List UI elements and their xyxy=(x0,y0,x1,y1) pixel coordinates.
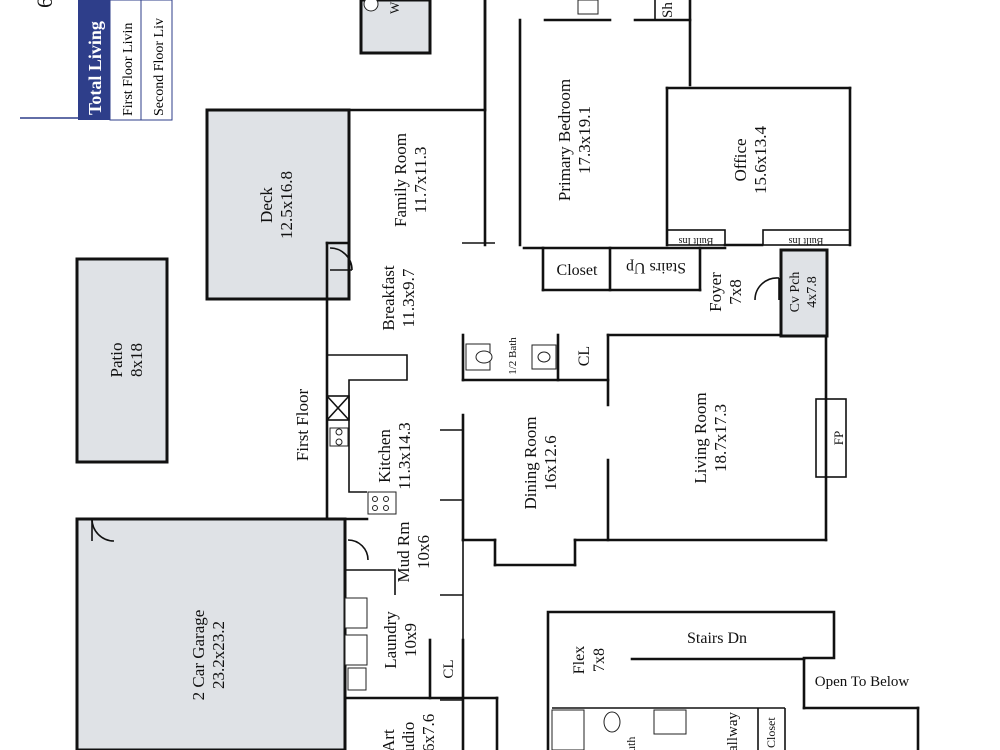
cl-laundry-label: CL xyxy=(441,659,457,678)
stairs-down-label: Stairs Dn xyxy=(687,630,747,647)
open-to-below-label: Open To Below xyxy=(815,674,910,690)
upper-toilet-icon xyxy=(603,711,621,733)
patio-dims: 8x18 xyxy=(127,343,146,377)
stairs-up-label: Stairs Up xyxy=(626,259,686,276)
patio-name: Patio xyxy=(107,343,126,378)
cv-porch-label: Cv Pch 4x7.8 xyxy=(788,272,820,313)
mud-room-label: Mud Rm 10x6 xyxy=(394,522,433,583)
cl-bath-label: CL xyxy=(576,346,593,366)
flex-name: Flex xyxy=(571,646,588,674)
flex-dims: 7x8 xyxy=(591,648,608,672)
laundry-name: Laundry xyxy=(381,611,400,669)
laundry-label: Laundry 10x9 xyxy=(381,611,420,669)
legend-total-label: Total Living xyxy=(85,21,105,115)
dining-room-name: Dining Room xyxy=(521,416,540,509)
legend-number-fragment: 6 xyxy=(32,0,57,8)
family-room-name: Family Room xyxy=(391,133,410,227)
mud-room-dims: 10x6 xyxy=(414,535,433,569)
foyer-dims: 7x8 xyxy=(726,279,745,305)
upper-sink-icon xyxy=(653,709,687,735)
family-room-label: Family Room 11.7x11.3 xyxy=(391,133,430,227)
fireplace-icon xyxy=(815,398,847,478)
foyer-label: Foyer 7x8 xyxy=(706,272,745,312)
breakfast-dims: 11.3x9.7 xyxy=(399,268,418,327)
deck-dims: 12.5x16.8 xyxy=(277,171,296,239)
office-label: Office 15.6x13.4 xyxy=(731,126,770,195)
flex-label: Flex 7x8 xyxy=(571,646,608,674)
primary-bedroom-name: Primary Bedroom xyxy=(555,79,574,201)
patio-area xyxy=(75,257,169,464)
room-labels: Deck 12.5x16.8 Patio 8x18 2 Car Garage 2… xyxy=(107,1,909,750)
closet-upper-label: Closet xyxy=(764,717,778,748)
breakfast-name: Breakfast xyxy=(379,265,398,330)
deck-name: Deck xyxy=(257,187,276,223)
legend-header xyxy=(78,0,110,120)
built-ins-left-label: Built Ins xyxy=(679,235,714,246)
breakfast-label: Breakfast 11.3x9.7 xyxy=(379,265,418,330)
range-icon xyxy=(367,491,397,515)
primary-sink-icon xyxy=(577,0,599,15)
kitchen-name: Kitchen xyxy=(375,429,394,483)
hallway-label: allway xyxy=(725,712,741,750)
bath-fragment-label: uth xyxy=(624,737,638,750)
living-room-label: Living Room 18.7x17.3 xyxy=(691,392,730,483)
art-studio-dims: 6x7.6 xyxy=(419,714,438,750)
wic-label: W xyxy=(387,1,402,14)
garage-name: 2 Car Garage xyxy=(189,610,208,701)
office-name: Office xyxy=(731,138,750,181)
garage-area xyxy=(75,517,347,750)
cv-porch-dims: 4x7.8 xyxy=(805,276,820,308)
garage-dims: 23.2x23.2 xyxy=(209,621,228,689)
patio-label: Patio 8x18 xyxy=(107,343,146,378)
foyer-name: Foyer xyxy=(706,272,725,312)
deck-label: Deck 12.5x16.8 xyxy=(257,171,296,239)
walls xyxy=(91,0,920,750)
legend-second-floor-label: Second Floor Liv xyxy=(152,18,167,116)
cv-porch-name: Cv Pch xyxy=(788,272,803,313)
kitchen-label: Kitchen 11.3x14.3 xyxy=(375,422,414,489)
cv-porch-area xyxy=(779,248,829,338)
floor-label: First Floor xyxy=(293,389,312,462)
tub-icon xyxy=(551,709,585,750)
dining-room-dims: 16x12.6 xyxy=(541,435,560,490)
primary-bedroom-dims: 17.3x19.1 xyxy=(575,106,594,174)
family-room-dims: 11.7x11.3 xyxy=(411,147,430,214)
living-room-name: Living Room xyxy=(691,392,710,483)
art-studio-name2: udio xyxy=(399,722,418,750)
dining-room-label: Dining Room 16x12.6 xyxy=(521,416,560,509)
mud-room-name: Mud Rm xyxy=(394,522,413,583)
living-area-legend: 6 Total Living First Floor Livin Second … xyxy=(20,0,173,121)
garage-label: 2 Car Garage 23.2x23.2 xyxy=(189,610,228,701)
living-room-dims: 18.7x17.3 xyxy=(711,404,730,472)
art-studio-label: Art udio 6x7.6 xyxy=(379,714,438,750)
office-dims: 15.6x13.4 xyxy=(751,126,770,195)
toilet-icon xyxy=(475,350,493,364)
kitchen-dims: 11.3x14.3 xyxy=(395,422,414,489)
closet-label: Closet xyxy=(557,262,598,279)
half-bath-label: 1/2 Bath xyxy=(507,337,519,375)
fireplace-label: FP xyxy=(831,431,846,445)
built-ins-right-label: Built Ins xyxy=(789,235,824,246)
wic-fixture-icon xyxy=(363,0,379,12)
art-studio-name: Art xyxy=(379,729,398,750)
shower-label: Sh xyxy=(660,2,676,18)
legend-first-floor-label: First Floor Livin xyxy=(121,23,136,116)
laundry-dims: 10x9 xyxy=(401,623,420,657)
primary-bedroom-label: Primary Bedroom 17.3x19.1 xyxy=(555,79,594,201)
